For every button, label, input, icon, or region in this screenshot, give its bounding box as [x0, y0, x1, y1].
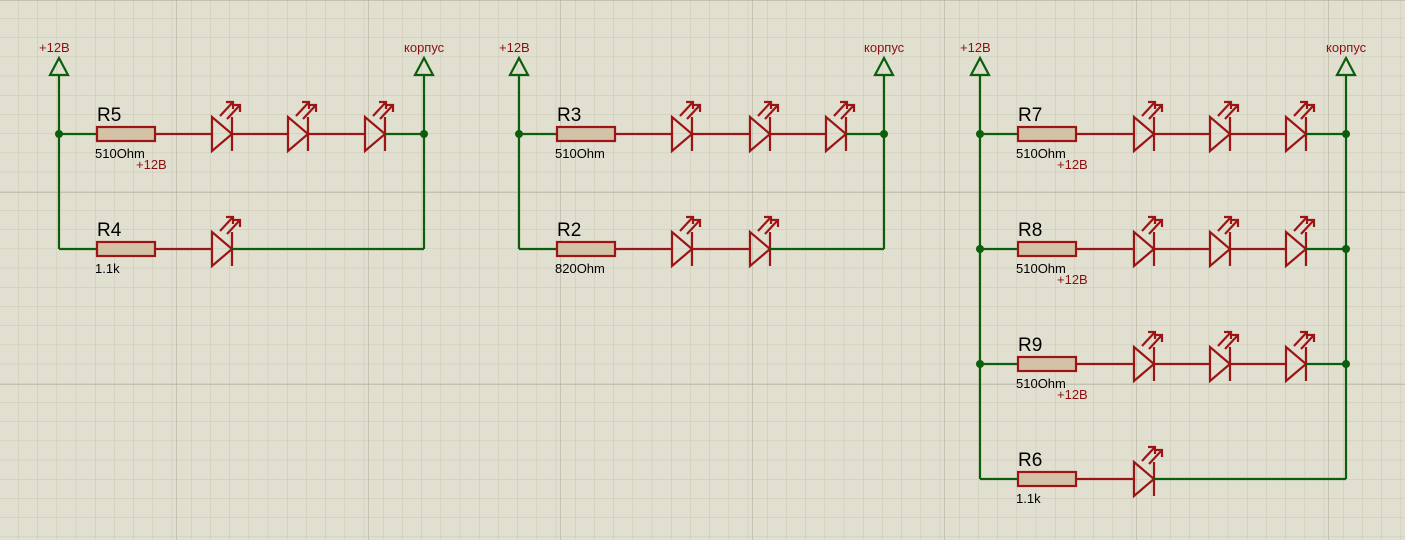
circuit-3 [969, 55, 1357, 479]
net-label: +12В [1057, 157, 1088, 172]
junction-dot [976, 245, 984, 253]
resistor-ref: R8 [1018, 220, 1042, 241]
resistor-value: 1.1k [95, 261, 120, 276]
junction-dot [880, 130, 888, 138]
resistor-icon[interactable] [1016, 470, 1078, 488]
branch-R6 [980, 445, 1346, 499]
led-icon[interactable] [1284, 100, 1316, 154]
resistor-value: 510Ohm [555, 146, 605, 161]
resistor-icon[interactable] [1016, 240, 1078, 258]
led-icon[interactable] [363, 100, 395, 154]
led-icon[interactable] [1208, 100, 1240, 154]
power-arrow-icon [508, 55, 530, 77]
branch-R3 [515, 100, 888, 154]
branch-R9 [976, 330, 1350, 384]
resistor-value: 510Ohm [1016, 261, 1066, 276]
resistor-ref: R5 [97, 105, 121, 126]
resistor-ref: R6 [1018, 450, 1042, 471]
led-icon[interactable] [1208, 330, 1240, 384]
ground-arrow-icon [873, 55, 895, 77]
ground-arrow-icon [1335, 55, 1357, 77]
branch-R2 [519, 215, 884, 269]
resistor-value: 510Ohm [1016, 376, 1066, 391]
resistor-value: 510Ohm [1016, 146, 1066, 161]
led-icon[interactable] [1132, 100, 1164, 154]
resistor-ref: R2 [557, 220, 581, 241]
power-terminal-label: +12В [39, 40, 70, 55]
resistor-icon[interactable] [1016, 125, 1078, 143]
junction-dot [1342, 245, 1350, 253]
components-layer [55, 100, 1350, 499]
power-terminal-label: +12В [499, 40, 530, 55]
resistor-value: 820Ohm [555, 261, 605, 276]
resistor-value: 510Ohm [95, 146, 145, 161]
junction-dot [55, 130, 63, 138]
resistor-ref: R7 [1018, 105, 1042, 126]
resistor-ref: R4 [97, 220, 122, 241]
junction-dot [1342, 130, 1350, 138]
net-label: +12В [136, 157, 167, 172]
resistor-icon[interactable] [555, 125, 617, 143]
resistor-icon[interactable] [1016, 355, 1078, 373]
net-label: +12В [1057, 272, 1088, 287]
resistor-icon[interactable] [95, 125, 157, 143]
led-icon[interactable] [670, 100, 702, 154]
junction-dot [976, 130, 984, 138]
resistor-icon[interactable] [555, 240, 617, 258]
branch-R5 [55, 100, 428, 154]
resistor-ref: R9 [1018, 335, 1042, 356]
circuit-1 [48, 55, 435, 249]
junction-dot [976, 360, 984, 368]
led-icon[interactable] [1208, 215, 1240, 269]
ground-arrow-icon [413, 55, 435, 77]
ground-terminal-label: корпус [404, 40, 445, 55]
wires-layer [48, 55, 1357, 479]
resistor-icon[interactable] [95, 240, 157, 258]
branch-R7 [976, 100, 1350, 154]
power-terminal-label: +12В [960, 40, 991, 55]
resistor-ref: R3 [557, 105, 581, 126]
power-arrow-icon [48, 55, 70, 77]
resistor-value: 1.1k [1016, 491, 1041, 506]
junction-dot [420, 130, 428, 138]
junction-dot [1342, 360, 1350, 368]
led-icon[interactable] [210, 215, 242, 269]
junction-dot [515, 130, 523, 138]
net-label: +12В [1057, 387, 1088, 402]
circuit-2 [508, 55, 895, 249]
ground-terminal-label: корпус [1326, 40, 1367, 55]
ground-terminal-label: корпус [864, 40, 905, 55]
branch-R4 [59, 215, 424, 269]
branch-R8 [976, 215, 1350, 269]
power-arrow-icon [969, 55, 991, 77]
